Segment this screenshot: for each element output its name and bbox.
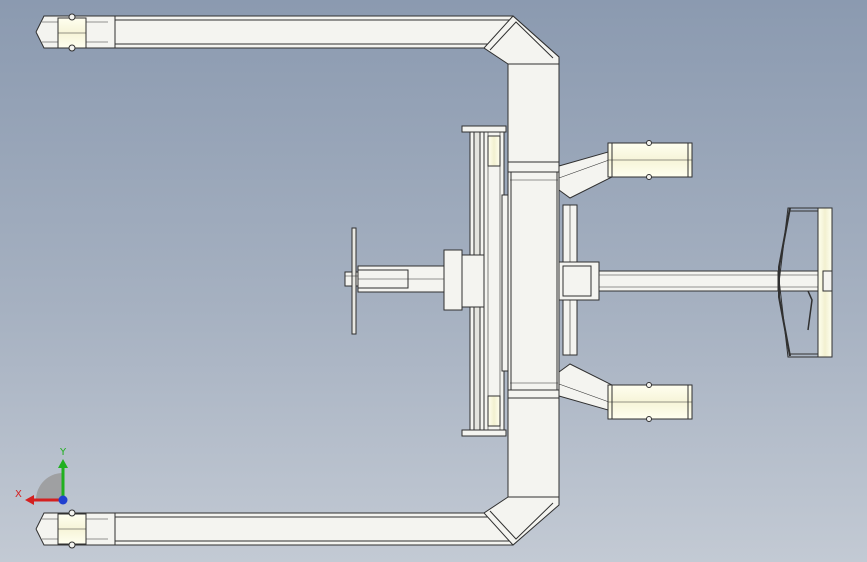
triad-plane-shade [36, 473, 63, 500]
fork-lower[interactable] [35, 499, 560, 549]
load-wheel-lower[interactable] [487, 395, 501, 427]
load-wheel-upper[interactable] [487, 135, 501, 167]
steering-wheel-lower[interactable] [558, 363, 693, 422]
triad-z-axis [58, 495, 68, 505]
steering-wheel-upper[interactable] [558, 140, 693, 199]
axis-triad: Y X [15, 447, 68, 505]
hydraulic-pump[interactable] [344, 227, 485, 335]
triad-y-label: Y [59, 447, 67, 458]
handle-grip[interactable] [777, 207, 833, 358]
triad-x-label: X [15, 489, 22, 500]
handle-bar[interactable] [558, 261, 828, 301]
fork-upper[interactable] [35, 13, 560, 61]
